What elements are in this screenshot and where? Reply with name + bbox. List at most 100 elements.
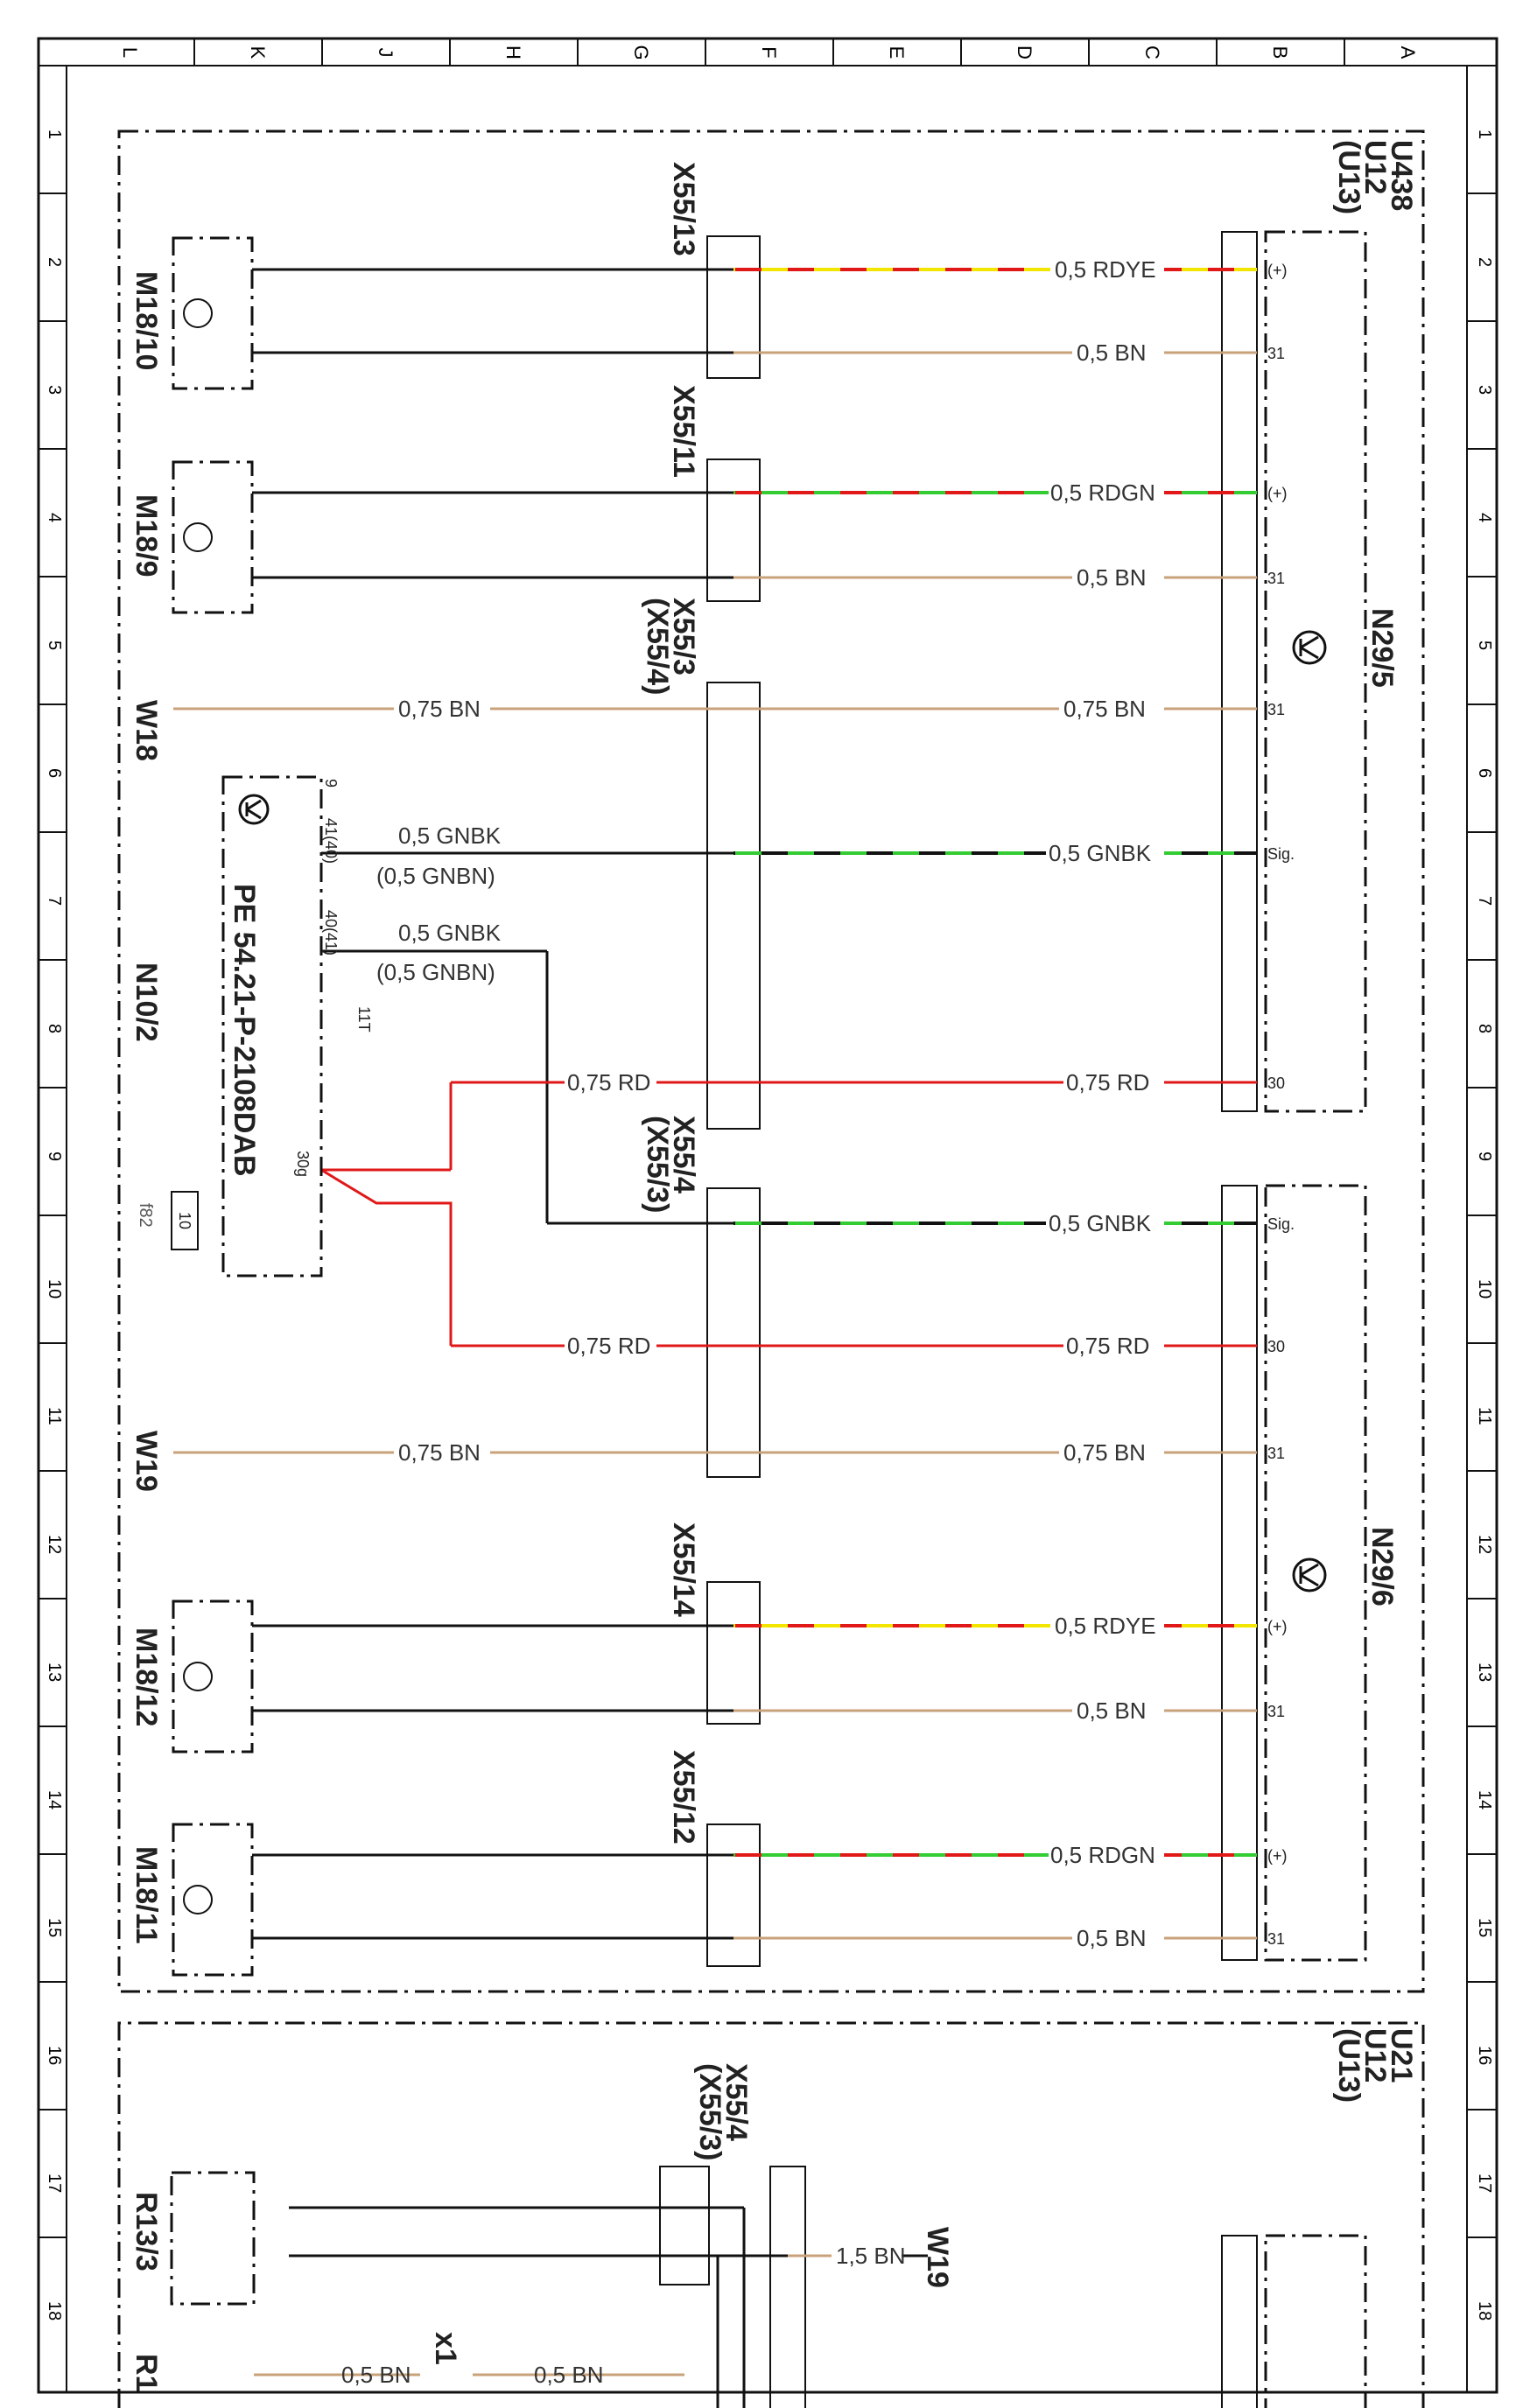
n29-6-pin-label: 31 — [1267, 1930, 1285, 1948]
connector-housings — [659, 235, 806, 2408]
n29-6-pin-label: 31 — [1267, 1445, 1285, 1462]
fuse-label: f82 — [136, 1203, 155, 1228]
row-number: 11 — [1475, 1407, 1494, 1425]
column-letter: K — [247, 46, 269, 60]
row-number: 4 — [45, 513, 64, 522]
x55-14-label: X55/14 — [667, 1522, 700, 1617]
row-number: 2 — [1475, 257, 1494, 267]
row-number: 15 — [1475, 1918, 1494, 1937]
wire-label: (0,5 GNBN) — [376, 959, 495, 985]
x55-3-label: X55/3 — [667, 598, 700, 676]
column-letter: A — [1397, 46, 1419, 60]
column-letter: E — [886, 46, 908, 60]
row-number: 1 — [1475, 130, 1494, 139]
wire-label: 0,5 BN — [1077, 340, 1147, 366]
row-number: 2 — [45, 257, 64, 267]
column-letter: D — [1014, 46, 1035, 60]
n29-6-pin-label: (+) — [1267, 1847, 1288, 1865]
transistor-icon — [238, 794, 270, 825]
w19-bottom-label: W19 — [921, 2227, 954, 2288]
row-number: 15 — [45, 1918, 64, 1937]
wire-label: 0,5 GNBK — [398, 920, 502, 946]
n29-5-pin-label: 30 — [1267, 1074, 1285, 1092]
wire-label: 0,5 GNBK — [398, 822, 502, 849]
row-number: 8 — [45, 1024, 64, 1033]
column-letter: J — [375, 48, 397, 58]
m18-11-label: M18/11 — [130, 1846, 163, 1944]
n29-6-label: N29/6 — [1365, 1527, 1399, 1606]
wire — [733, 1222, 1046, 1225]
wire — [733, 1624, 1050, 1628]
n29-5-pin-label: (+) — [1267, 262, 1288, 279]
row-number: 5 — [1475, 640, 1494, 650]
row-number: 7 — [1475, 896, 1494, 906]
wire — [1164, 1624, 1257, 1628]
wire-label: 0,75 BN — [398, 1439, 481, 1466]
column-letter: B — [1269, 46, 1291, 60]
x55-4-label: X55/4 — [667, 1116, 700, 1194]
row-number: 9 — [1475, 1152, 1494, 1161]
wire-label: 0,5 BN — [534, 2362, 604, 2388]
row-number: 17 — [45, 2174, 64, 2193]
wire — [1164, 851, 1257, 855]
wire — [733, 851, 1046, 855]
n29-5-pin-label: 31 — [1267, 701, 1285, 718]
group-boxes — [117, 130, 1425, 2408]
row-number: 17 — [1475, 2174, 1494, 2193]
n29-6-pin-label: 31 — [1267, 1703, 1285, 1720]
row-number: 12 — [45, 1535, 64, 1554]
wire-label: 0,75 RD — [567, 1069, 650, 1096]
n29-5-pin-label: 31 — [1267, 345, 1285, 362]
wire-label: 0,75 RD — [567, 1333, 650, 1359]
x55-4b-label: X55/4 — [719, 2063, 753, 2141]
group-bottom-label: U21 U12 (U13) — [1332, 2028, 1418, 2103]
wire-label: 0,5 RDYE — [1055, 1613, 1156, 1639]
column-letter: H — [502, 46, 524, 60]
x55-3-alt-label: (X55/4) — [641, 598, 674, 696]
n29-5-label: N29/5 — [1365, 608, 1399, 688]
m18-12-label: M18/12 — [130, 1628, 163, 1726]
row-number: 9 — [45, 1152, 64, 1161]
row-number: 3 — [1475, 385, 1494, 395]
row-number: 11 — [45, 1407, 64, 1425]
wire-label: 0,75 RD — [1066, 1333, 1149, 1359]
wire-layer — [173, 268, 1257, 2408]
row-number: 3 — [45, 385, 64, 395]
wire-label: 1,5 BN — [836, 2243, 906, 2269]
wire — [1164, 1222, 1257, 1225]
wire — [320, 1168, 453, 1346]
wire-label: 0,5 RDGN — [1050, 1842, 1155, 1868]
row-number: 8 — [1475, 1024, 1494, 1033]
wire-label: 0,5 BN — [1077, 564, 1147, 591]
n29-6-pin-label: Sig. — [1267, 1215, 1295, 1233]
row-number: 10 — [45, 1279, 64, 1298]
fuse-value: 10 — [176, 1212, 193, 1229]
n10-2-pin-30g: 30g — [294, 1151, 312, 1177]
group-top-label: U438 U12 (U13) — [1332, 140, 1418, 220]
wire-label-layer: 0,5 RDYE 0,5 BN 0,5 RDGN 0,5 BN 0,75 BN 0,75 … — [341, 256, 1156, 2388]
wire-label: 0,5 BN — [1077, 1698, 1147, 1724]
n29-6-pin-label: (+) — [1267, 1618, 1288, 1635]
w19-label: W19 — [130, 1431, 163, 1492]
wire-label: 0,75 BN — [1063, 1439, 1146, 1466]
row-number: 10 — [1475, 1279, 1494, 1298]
row-number: 4 — [1475, 513, 1494, 522]
row-number: 16 — [1475, 2046, 1494, 2065]
wire-label: 0,5 RDYE — [1055, 256, 1156, 283]
row-number: 14 — [1475, 1790, 1494, 1810]
column-letter: F — [758, 46, 780, 58]
row-number: 16 — [45, 2046, 64, 2065]
fuse-f82: 10 f82 — [136, 1191, 199, 1250]
motor-icon — [183, 298, 213, 1914]
n10-2-pin-11t: 11T — [355, 1006, 373, 1032]
row-number: 18 — [1475, 2301, 1494, 2320]
row-number: 1 — [45, 130, 64, 139]
row-number: 18 — [45, 2301, 64, 2320]
row-number: 14 — [45, 1790, 64, 1810]
transistor-icon — [1292, 1558, 1327, 1592]
x55-12-label: X55/12 — [667, 1750, 700, 1844]
wire — [733, 1853, 1049, 1857]
m18-10-label: M18/10 — [130, 271, 163, 370]
